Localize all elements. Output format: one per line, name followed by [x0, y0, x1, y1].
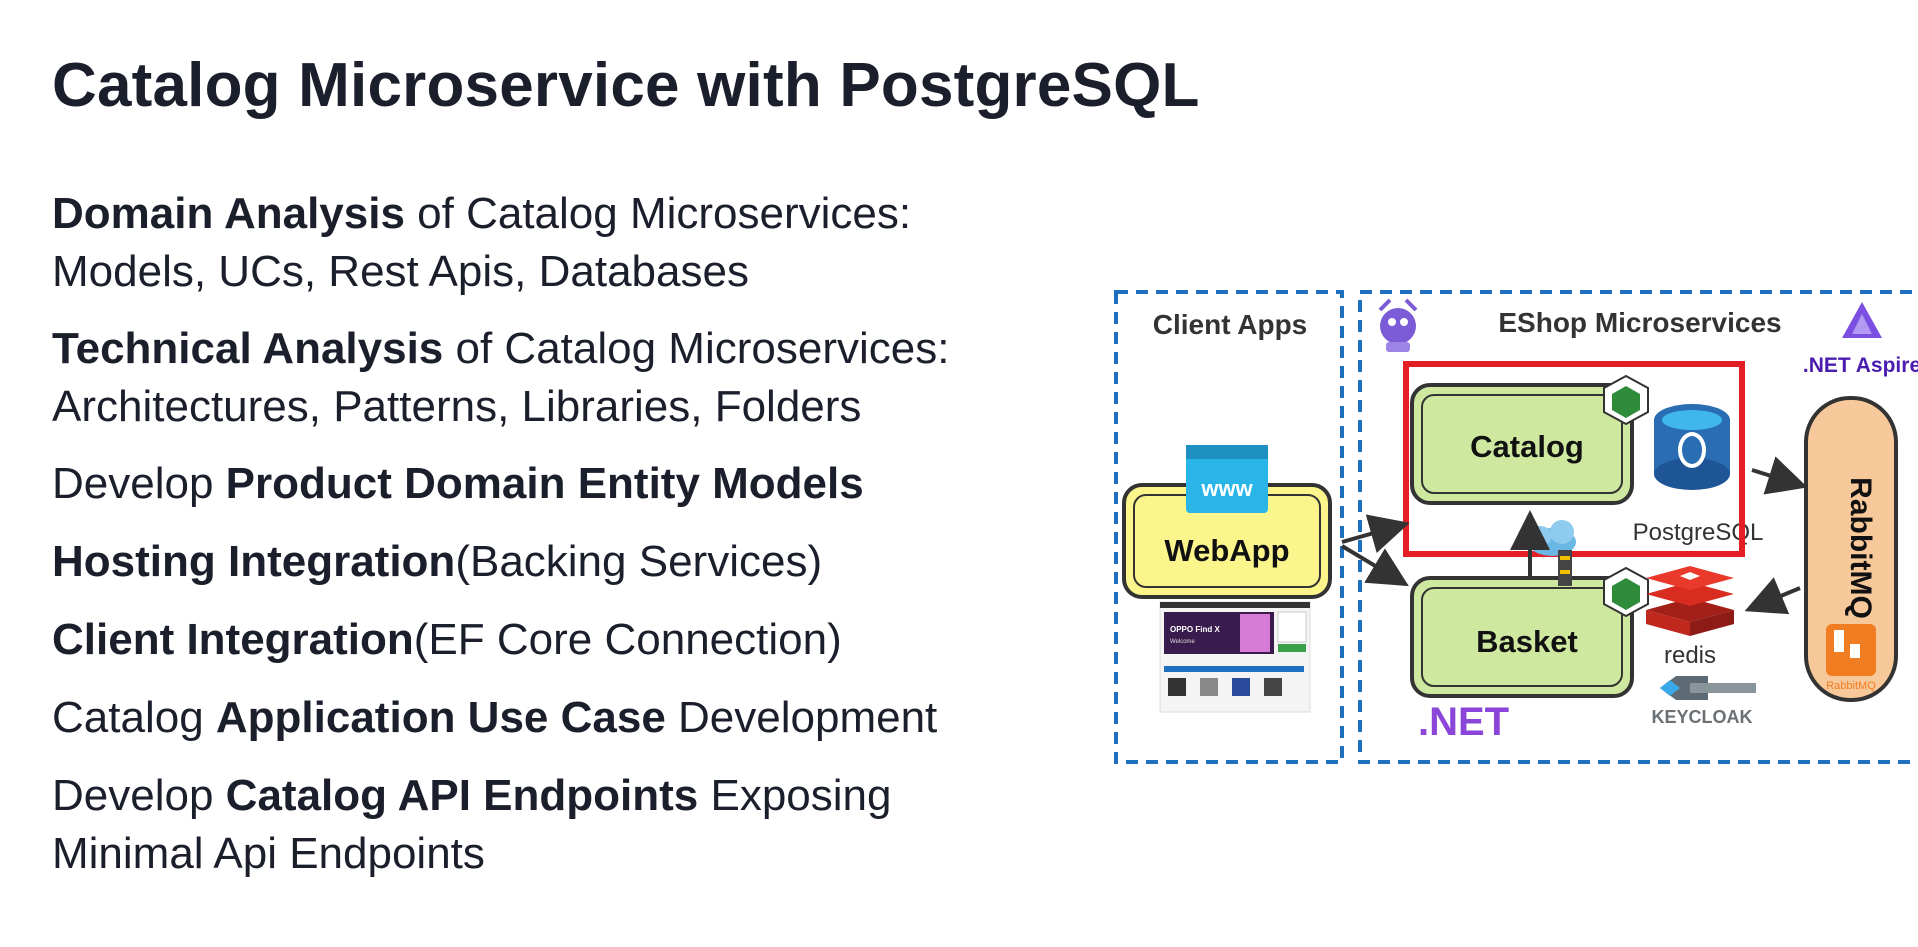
screenshot-banner-subtext: Welcome — [1170, 639, 1196, 645]
rabbitmq-logo-text: RabbitMQ — [1826, 680, 1876, 692]
bullet-hosting-integration: Hosting Integration(Backing Services) — [52, 533, 822, 591]
bullet-text: Exposing — [698, 771, 892, 820]
client-apps-container — [1114, 290, 1344, 764]
screenshot-banner-text: OPPO Find X — [1170, 625, 1220, 634]
bullet-use-case: Catalog Application Use Case Development — [52, 689, 937, 747]
dotnet-bot-icon — [1378, 298, 1418, 352]
basket-service-node: Basket — [1410, 576, 1634, 698]
bullet-text: Catalog — [52, 693, 216, 742]
bullet-bold-text: Application Use Case — [215, 693, 666, 742]
rabbitmq-logo-icon: RabbitMQ — [1826, 624, 1876, 692]
bullet-text: Development — [665, 693, 938, 742]
bullet-text: Develop — [52, 459, 226, 508]
www-label: www — [1200, 476, 1253, 501]
bullet-client-integration: Client Integration(EF Core Connection) — [52, 611, 842, 669]
bullet-entity-models: Develop Product Domain Entity Models — [52, 455, 864, 513]
bullet-text: of Catalog Microservices: — [443, 324, 950, 373]
rabbitmq-node: RabbitMQ — [1804, 396, 1898, 702]
architecture-diagram: Client Apps EShop Microservices .NET Asp… — [1114, 290, 1918, 764]
aspire-logo-icon — [1842, 302, 1882, 338]
bullet-text: (EF Core Connection) — [413, 615, 842, 664]
bullet-bold-text: Technical Analysis — [52, 324, 444, 373]
bullet-bold-text: Hosting Integration — [52, 537, 456, 586]
postgresql-icon — [1654, 404, 1730, 490]
bullet-api-endpoints: Develop Catalog API Endpoints Exposing M… — [52, 767, 892, 883]
keycloak-label: KEYCLOAK — [1651, 707, 1752, 727]
bullet-text: Models, UCs, Rest Apis, Databases — [52, 247, 749, 296]
basket-container-icon — [1603, 566, 1649, 618]
page-title: Catalog Microservice with PostgreSQL — [52, 51, 1200, 120]
arrow-webapp-to-catalog — [1341, 514, 1410, 553]
basket-label: Basket — [1476, 624, 1578, 659]
arrow-catalog-to-rabbitmq — [1751, 456, 1808, 495]
catalog-highlight-box — [1403, 361, 1745, 557]
aspire-label: .NET Aspire — [1803, 354, 1918, 377]
redis-icon — [1646, 566, 1734, 636]
bullet-text: (Backing Services) — [455, 537, 823, 586]
webapp-label: WebApp — [1164, 533, 1289, 568]
bullet-text: Architectures, Patterns, Libraries, Fold… — [52, 382, 862, 431]
bullet-text: of Catalog Microservices: — [404, 189, 912, 238]
redis-label: redis — [1664, 642, 1716, 669]
microservices-label: EShop Microservices — [1498, 307, 1781, 338]
client-apps-label: Client Apps — [1153, 309, 1308, 340]
bullet-domain-analysis: Domain Analysis of Catalog Microservices… — [52, 185, 911, 301]
catalog-service-node: Catalog — [1410, 383, 1634, 505]
bullet-bold-text: Catalog API Endpoints — [225, 771, 699, 820]
microservices-container — [1358, 290, 1918, 764]
webapp-screenshot-thumbnail: OPPO Find X Welcome — [1159, 601, 1311, 713]
bullet-bold-text: Product Domain Entity Models — [225, 459, 864, 508]
arrow-webapp-to-basket — [1340, 544, 1409, 587]
rabbitmq-label: RabbitMQ — [1844, 477, 1877, 619]
keycloak-icon — [1660, 676, 1756, 700]
dotnet-label: .NET — [1418, 700, 1509, 744]
bullet-bold-text: Domain Analysis — [52, 189, 405, 238]
catalog-container-icon — [1603, 374, 1649, 426]
bullet-text: Develop — [52, 771, 226, 820]
catalog-label: Catalog — [1470, 429, 1584, 464]
bullet-text: Minimal Api Endpoints — [52, 829, 485, 878]
www-icon: www — [1186, 445, 1268, 513]
bullet-technical-analysis: Technical Analysis of Catalog Microservi… — [52, 320, 949, 436]
arrow-rabbitmq-to-basket — [1744, 577, 1801, 615]
bullet-bold-text: Client Integration — [52, 615, 414, 664]
